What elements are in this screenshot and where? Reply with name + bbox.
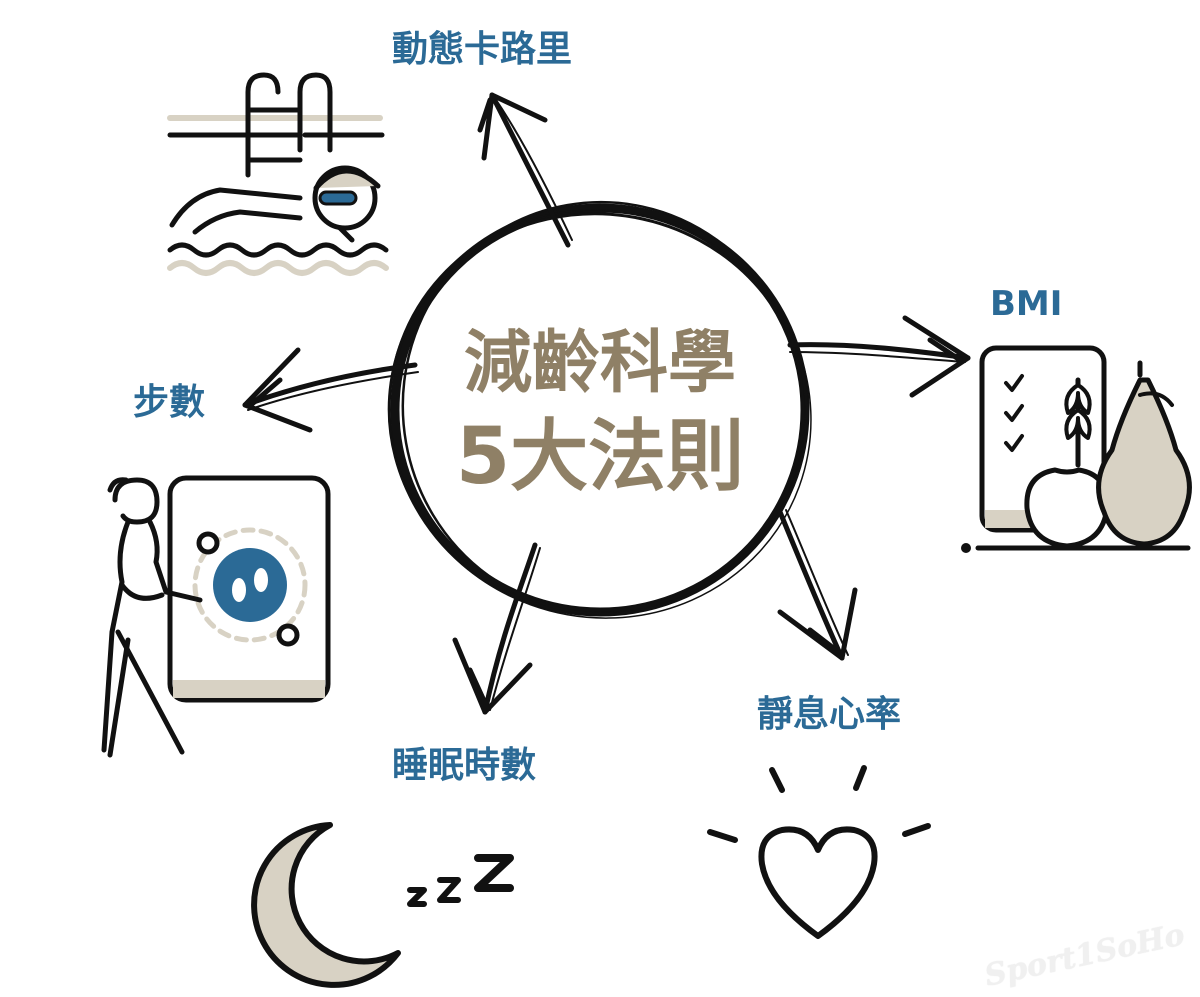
arrow-to-calories [477,92,573,248]
label-bmi: BMI [990,284,1063,324]
arrows [242,92,971,715]
label-active-calories: 動態卡路里 [392,29,573,70]
moon-sleep-icon [251,822,514,988]
arrow-to-sleep [452,542,541,715]
scale-food-icon [961,345,1192,553]
walker-step-counter-icon [101,475,331,758]
arrow-to-heart-rate [777,509,858,661]
arrow-to-steps [242,347,419,433]
center-circle [387,200,812,619]
arrow-to-bmi [787,315,971,398]
center-title-line2: 5大法則 [455,412,745,502]
label-resting-heart-rate: 靜息心率 [757,694,902,735]
center-title-line1: 減齡科學 [463,324,736,403]
label-sleep-hours: 睡眠時數 [392,745,537,786]
label-steps: 步數 [133,382,206,423]
heart-pulse-icon [707,765,931,939]
swimmer-icon [167,72,389,276]
